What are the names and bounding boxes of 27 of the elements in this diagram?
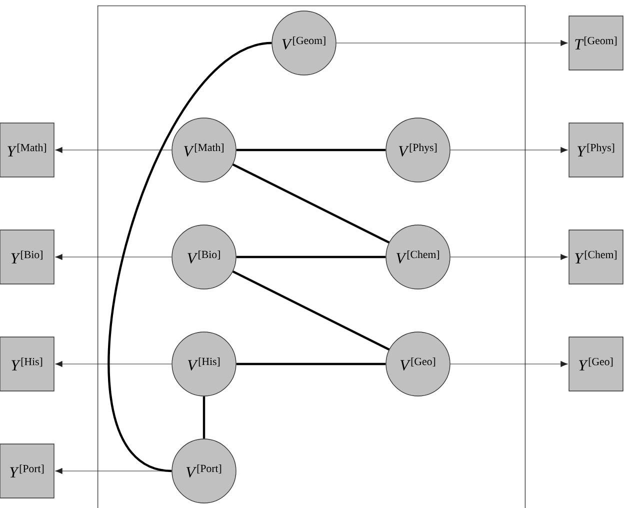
line [232,163,390,244]
arrow [450,146,568,154]
line [232,270,390,350]
arrow [450,254,568,260]
circle-node: V$^{[Port]}$ [172,438,236,504]
arrow [55,360,172,368]
square-node: Y$^{[Phys]}$ [568,122,624,178]
line [236,256,386,258]
line [202,396,206,439]
circle-node: V$^{[Chem]}$ [386,224,450,290]
curved-line [108,42,272,472]
circle-node: V$^{[Geo]}$ [386,332,450,396]
frame [97,5,526,508]
square-node: T$^{[Geom]}$ [568,16,624,70]
arrow [336,40,568,46]
line [236,362,386,366]
circle-node: V$^{[Phys]}$ [386,118,450,182]
square-node: Y$^{[Geo]}$ [568,336,624,392]
arrow [55,254,172,260]
line [236,148,386,152]
square-node: Y$^{[Chem]}$ [568,230,624,284]
circle-node: V$^{[Geom]}$ [272,10,336,76]
arrow [55,146,172,154]
circle-node: V$^{[His]}$ [172,332,236,396]
circle-node: V$^{[Bio]}$ [172,224,236,290]
circle-node: V$^{[Math]}$ [172,118,236,182]
arrow [450,360,568,368]
